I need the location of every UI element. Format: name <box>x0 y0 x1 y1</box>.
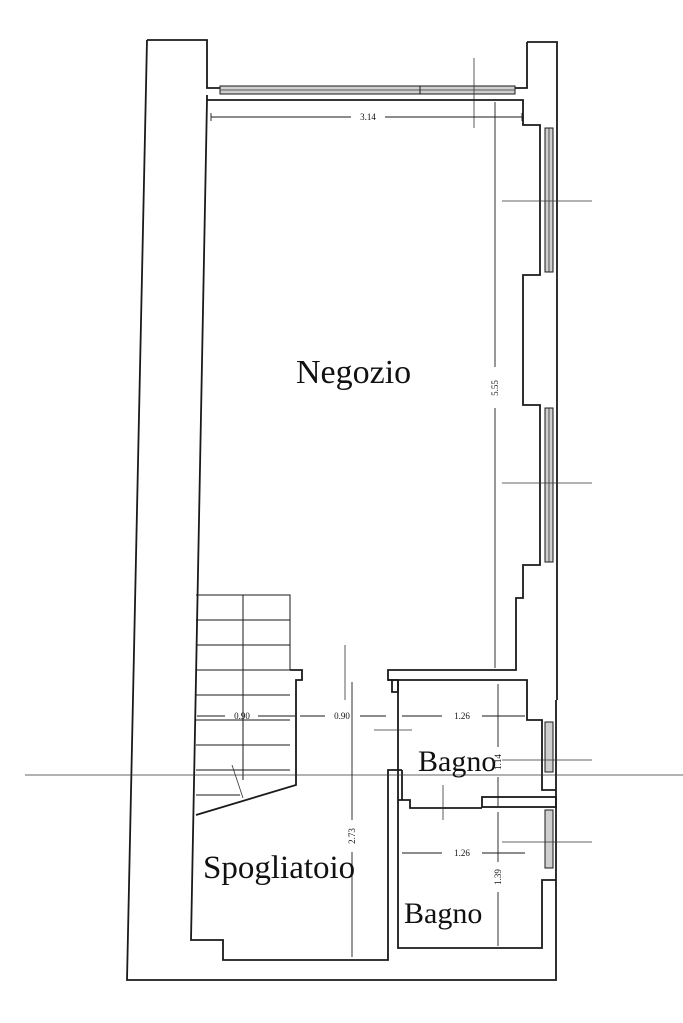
room-label-negozio: Negozio <box>296 354 411 391</box>
top-window <box>219 58 516 128</box>
dim-bagno-1-length: 1.14 <box>493 754 503 770</box>
staircase <box>195 594 303 816</box>
dim-negozio-length: 5.55 <box>490 380 500 396</box>
dim-stair-width: 0.90 <box>234 711 250 721</box>
dim-bagno-2-length: 1.39 <box>493 869 503 885</box>
right-windows <box>502 127 592 869</box>
room-label-bagno-1: Bagno <box>418 745 496 778</box>
dim-corridor-width: 0.90 <box>334 711 350 721</box>
dim-bagno-2-width: 1.26 <box>454 848 470 858</box>
dimension-lines <box>197 102 525 957</box>
negozio-walls <box>190 95 541 961</box>
room-labels: Negozio Spogliatoio Bagno Bagno <box>203 354 496 930</box>
dimension-labels: 3.14 5.55 0.90 0.90 1.26 1.14 2.73 1.26 … <box>234 112 503 885</box>
bagno-walls <box>374 679 557 949</box>
room-label-bagno-2: Bagno <box>404 897 482 930</box>
dim-spogliatoio-length: 2.73 <box>347 828 357 844</box>
dim-negozio-width: 3.14 <box>360 112 376 122</box>
room-label-spogliatoio: Spogliatoio <box>203 850 355 886</box>
outer-walls <box>126 39 558 981</box>
dim-bagno-1-width: 1.26 <box>454 711 470 721</box>
